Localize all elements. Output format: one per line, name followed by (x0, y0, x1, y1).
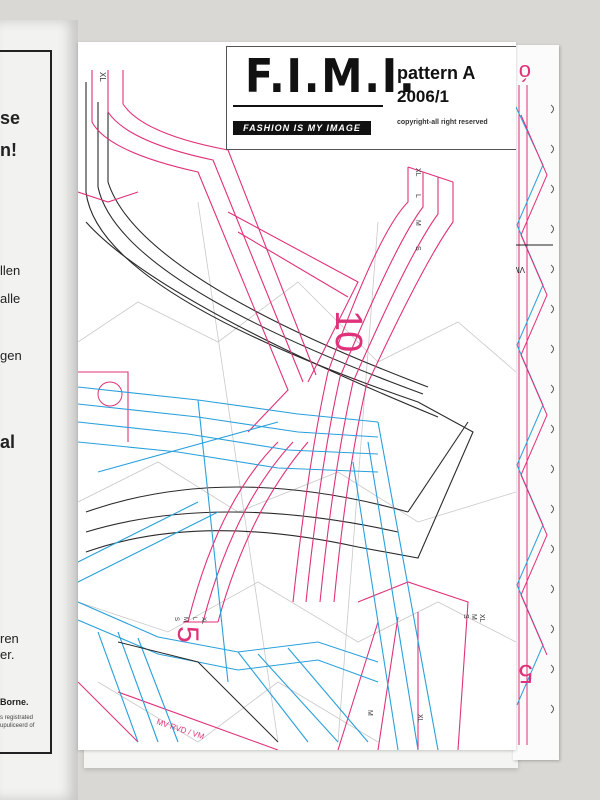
right-strip-top-glyph: ó (519, 60, 531, 85)
right-folded-strip: ó VM 5 (513, 45, 559, 760)
copyright-notice: copyright-all right reserved (397, 119, 488, 126)
piece-5-size-l: L (191, 617, 197, 621)
logo-tagline: FASHION IS MY IMAGE (233, 121, 371, 135)
right-strip-drawing: ó VM 5 (513, 60, 554, 745)
left-fragment-4: alle (0, 291, 21, 306)
left-fragment-8: er. (0, 647, 15, 662)
piece-5-size-m: M (182, 617, 188, 622)
fimi-logo: F.I.M.I. (245, 49, 417, 103)
piece-5-size-s: S (173, 617, 179, 621)
piece-10-size-xl: XL (414, 168, 421, 177)
left-fragment-7: ren (0, 631, 19, 646)
left-facing-page: se n! llen alle gen al ren er. Borne. s … (0, 20, 78, 800)
title-block: F.I.M.I. FASHION IS MY IMAGE pattern A 2… (226, 46, 516, 150)
pattern-issue: 2006/1 (397, 87, 449, 106)
piece-10-number: 10 (327, 310, 369, 352)
piece-5-number: 5 (171, 626, 204, 643)
right-size-m: M (470, 614, 477, 620)
logo-rule (233, 105, 383, 107)
left-footnote-1: s registrated (0, 715, 34, 721)
piece-5-size-xl: XL (200, 617, 206, 625)
pattern-title: pattern A (397, 63, 476, 83)
top-left-size-label: XL (98, 72, 107, 82)
left-fragment-3: llen (0, 263, 21, 278)
left-fragment-1: se (0, 108, 21, 128)
right-strip-number: 5 (519, 659, 533, 689)
right-size-xl: XL (478, 614, 485, 623)
left-fragment-5: gen (0, 348, 22, 363)
left-page-frame (0, 50, 52, 754)
pattern-sheet: XL 10 XL L M S 5 XL L M S XL M S M XL MV… (78, 42, 516, 750)
piece-10-size-m: M (414, 220, 421, 226)
left-fragment-9: Borne. (0, 697, 29, 707)
left-fragment-2: n! (0, 140, 17, 160)
pattern-drawing: XL 10 XL L M S 5 XL L M S XL M S M XL MV… (78, 70, 516, 750)
right-strip-label: VM (513, 265, 525, 274)
piece-10-size-s: S (414, 246, 421, 251)
piece-10-size-l: L (414, 194, 421, 198)
left-fragment-6: al (0, 432, 16, 452)
left-footnote-2: upuliceerd of (0, 723, 35, 729)
right-size-s: S (462, 614, 469, 619)
lower-size-xl: XL (416, 714, 423, 723)
lower-size-m: M (366, 710, 373, 716)
